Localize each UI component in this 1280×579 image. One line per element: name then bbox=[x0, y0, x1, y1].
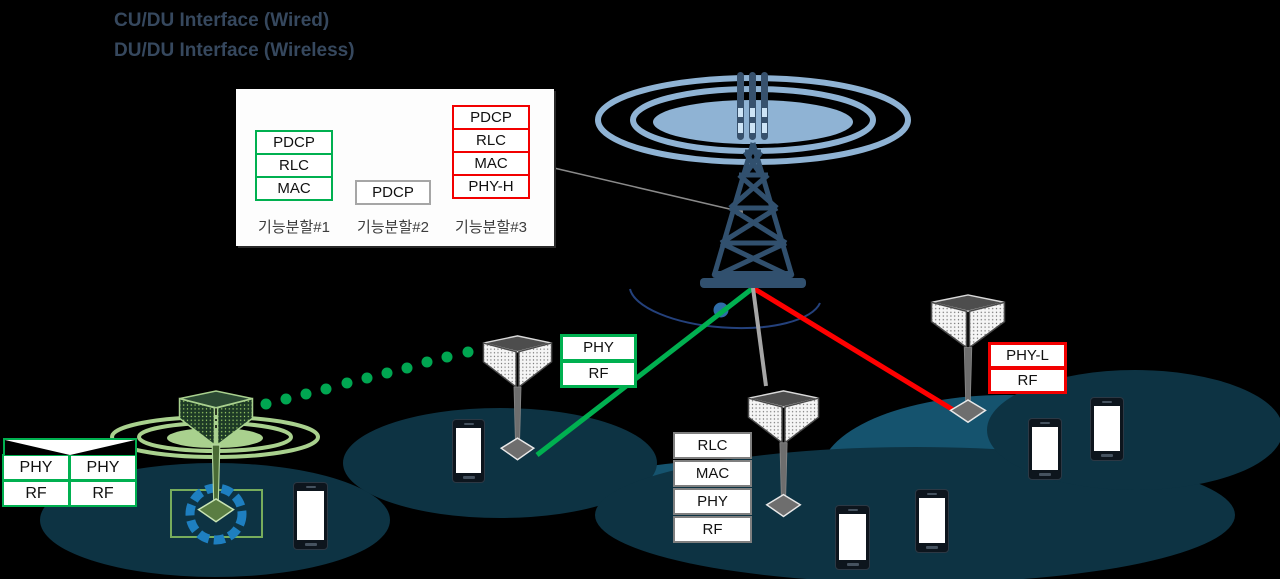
left-du-stack: PHY PHY RF RF bbox=[2, 438, 137, 507]
beam-flap-icon bbox=[3, 438, 137, 455]
center-du-stack: RLC MAC PHY RF bbox=[673, 432, 752, 543]
layer-box: PHY bbox=[2, 454, 70, 481]
du-du-dotted-line bbox=[260, 346, 474, 410]
layer-box: PDCP bbox=[452, 105, 530, 130]
right-du-stack: PHY-L RF bbox=[988, 342, 1067, 394]
layer-box: RF bbox=[2, 480, 70, 507]
smartphone-icon bbox=[293, 482, 328, 550]
split1-label: 기능분할#1 bbox=[258, 219, 330, 236]
cell-mid-left bbox=[343, 408, 657, 518]
layer-box: RF bbox=[69, 480, 137, 507]
link-gray-line bbox=[751, 287, 768, 387]
split1-stack: PDCP RLC MAC bbox=[255, 130, 333, 201]
layer-box: RLC bbox=[673, 432, 752, 459]
layer-box: MAC bbox=[673, 460, 752, 487]
split2-label: 기능분할#2 bbox=[357, 219, 429, 236]
layer-box: PDCP bbox=[255, 130, 333, 155]
legend-line-wired: CU/DU Interface (Wired) bbox=[114, 10, 330, 31]
layer-box: PHY bbox=[560, 334, 637, 362]
layer-box: PHY bbox=[673, 488, 752, 515]
link-green-line bbox=[535, 286, 755, 457]
split2-stack: PDCP bbox=[355, 180, 431, 205]
layer-box: RLC bbox=[255, 153, 333, 178]
layer-box: RF bbox=[673, 516, 752, 543]
layer-box: RLC bbox=[452, 128, 530, 153]
legend: CU/DU Interface (Wired) DU/DU Interface … bbox=[114, 6, 355, 66]
legend-line-wireless: DU/DU Interface (Wireless) bbox=[114, 40, 355, 61]
green-du-site bbox=[110, 390, 320, 545]
layer-box: RF bbox=[560, 360, 637, 388]
layer-box: PHY-L bbox=[988, 342, 1067, 369]
smartphone-icon bbox=[1090, 397, 1124, 461]
link-red-line bbox=[751, 285, 957, 414]
macro-tower-icon bbox=[595, 72, 911, 288]
layer-box: RF bbox=[988, 367, 1067, 394]
layer-box: PDCP bbox=[355, 180, 431, 205]
layer-box: PHY-H bbox=[452, 174, 530, 199]
smartphone-icon bbox=[835, 505, 870, 570]
layer-box: MAC bbox=[255, 176, 333, 201]
smartphone-icon bbox=[915, 489, 949, 553]
mid-du-stack: PHY RF bbox=[560, 334, 637, 388]
smartphone-icon bbox=[452, 419, 485, 483]
orbit-arc bbox=[629, 288, 821, 330]
panel-connector-line bbox=[553, 167, 739, 212]
split3-stack: PDCP RLC MAC PHY-H bbox=[452, 105, 530, 199]
function-split-panel: PDCP RLC MAC 기능분할#1 PDCP 기능분할#2 PDCP RLC… bbox=[236, 89, 554, 246]
layer-box: MAC bbox=[452, 151, 530, 176]
split3-label: 기능분할#3 bbox=[455, 219, 527, 236]
smartphone-icon bbox=[1028, 418, 1062, 480]
layer-box: PHY bbox=[69, 454, 137, 481]
